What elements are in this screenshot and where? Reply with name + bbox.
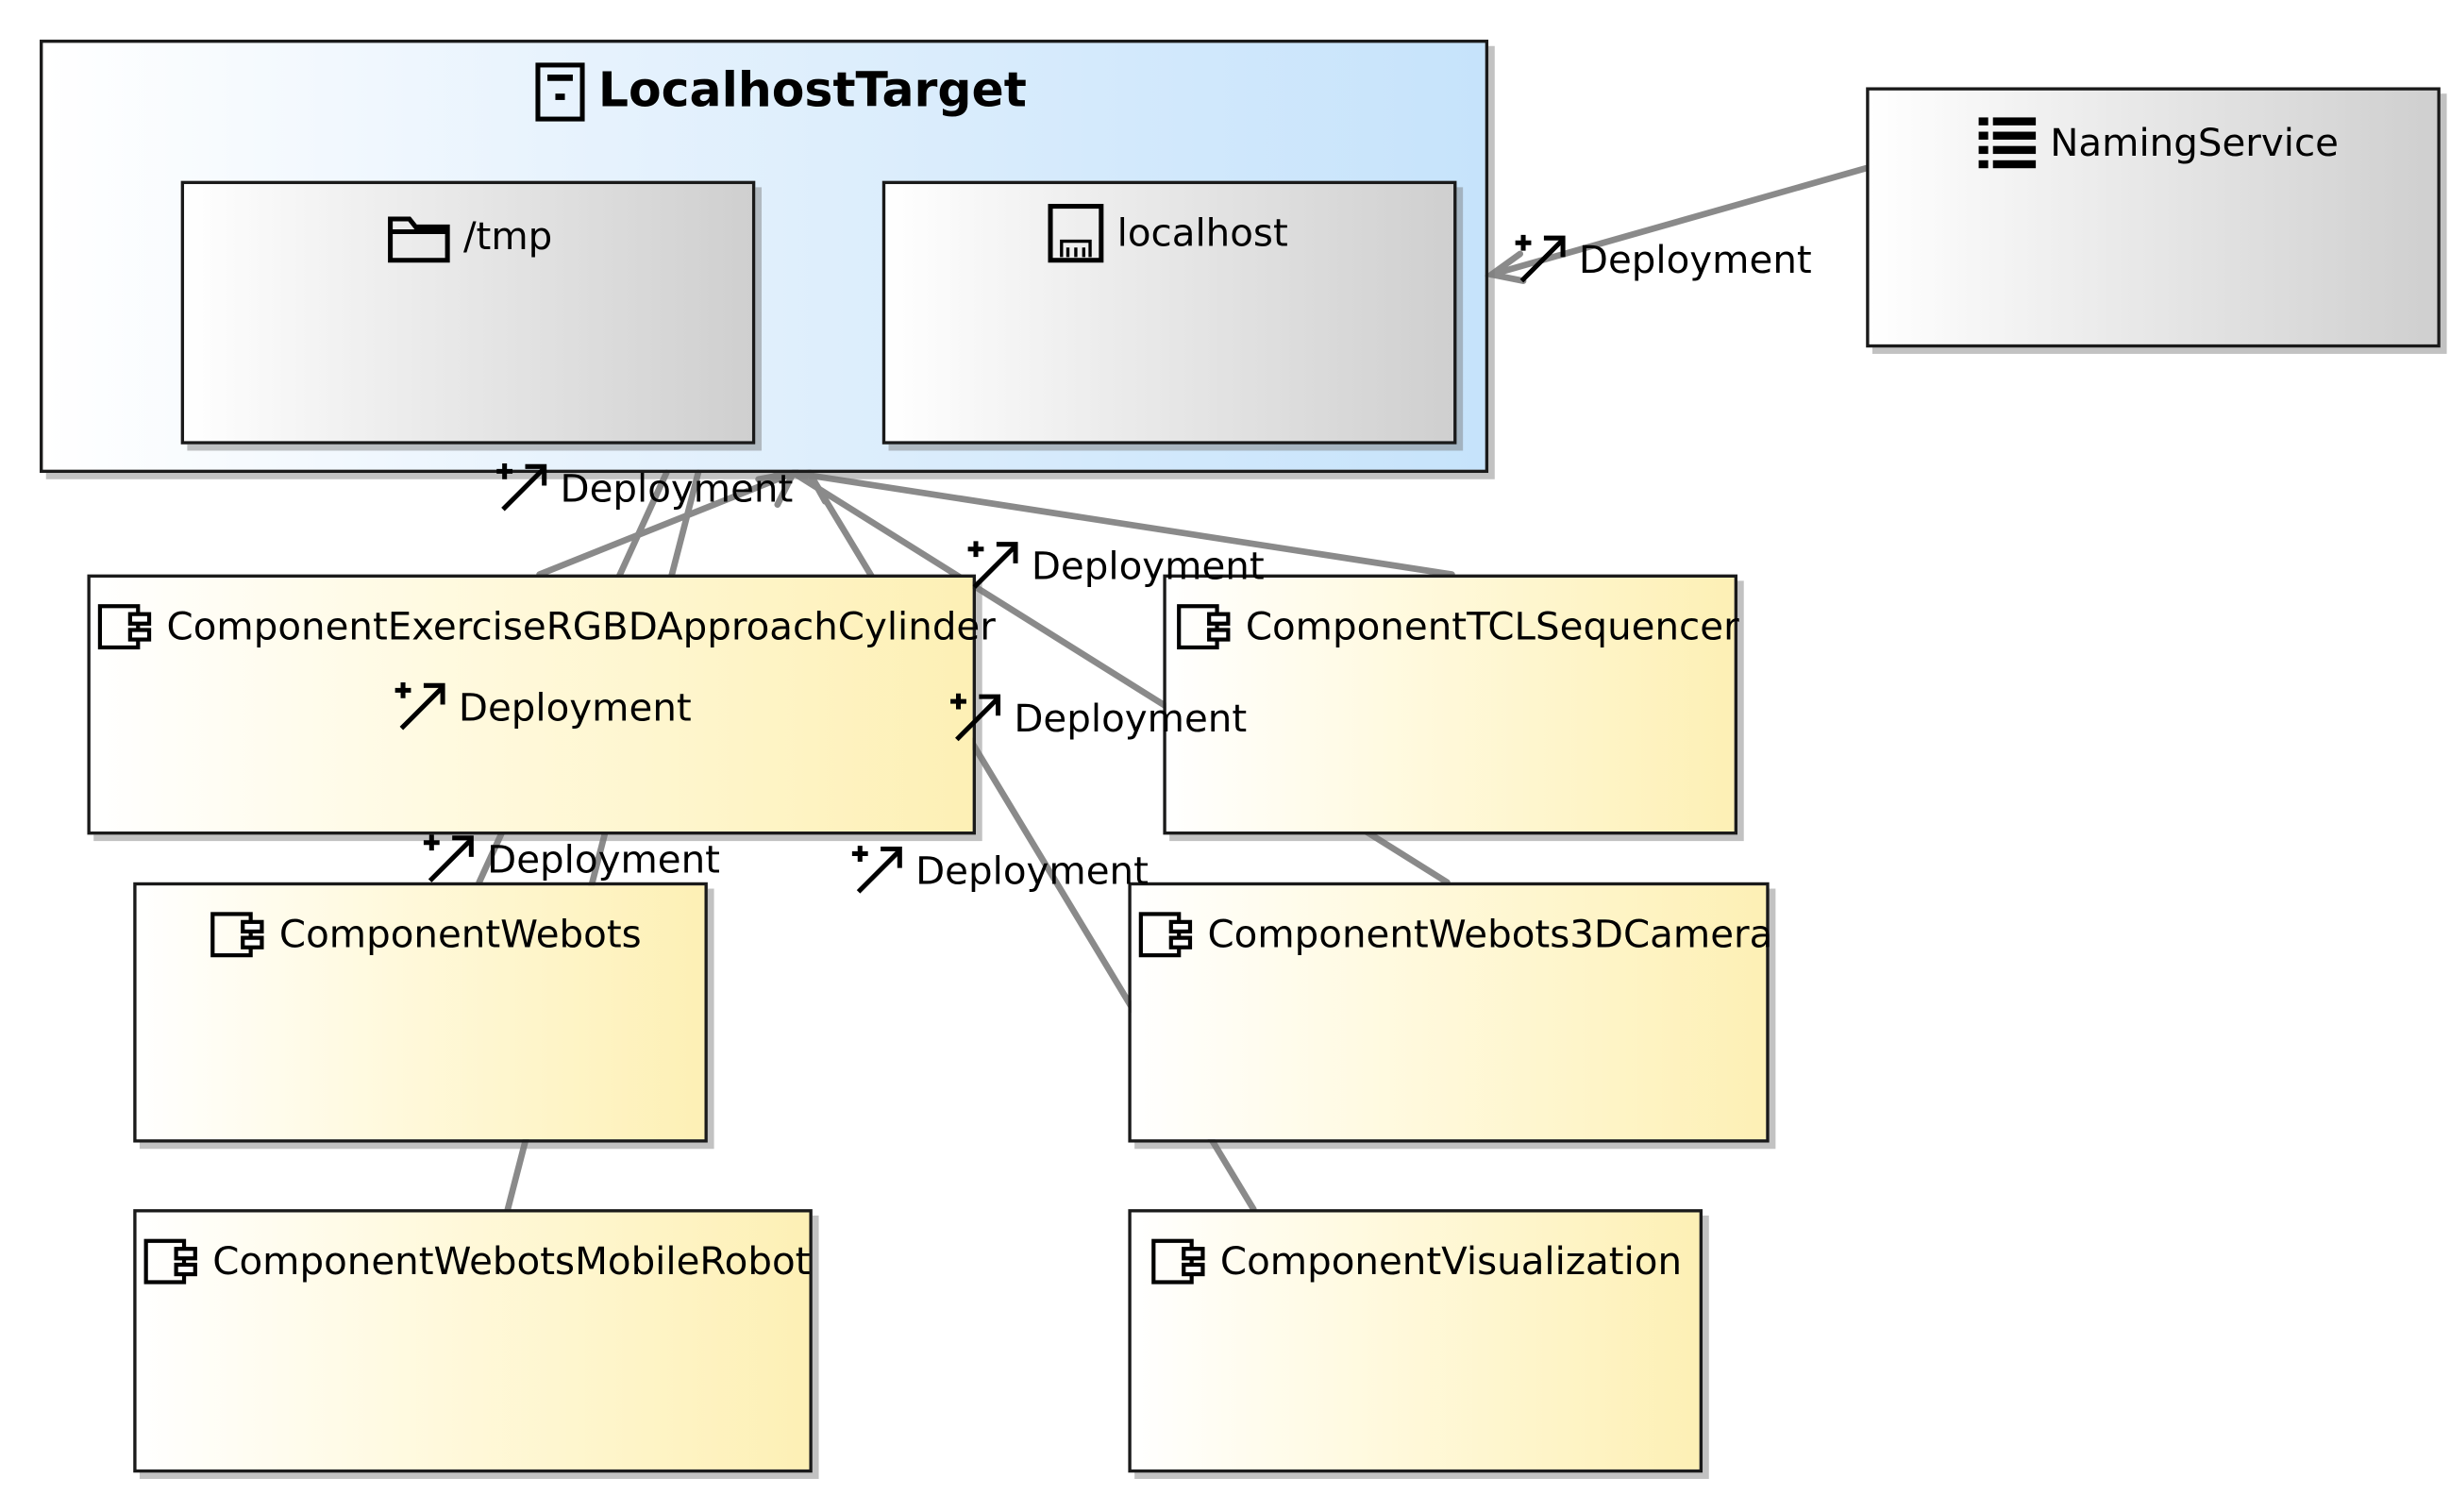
deployment-icon	[421, 830, 478, 890]
node-title: ComponentWebots3DCamera	[1207, 912, 1773, 957]
node-title: ComponentVisualization	[1219, 1239, 1683, 1285]
component-webots-node[interactable]: ComponentWebots	[133, 882, 708, 1143]
deployment-icon	[392, 678, 449, 738]
deployment-label-naming: Deployment	[1512, 230, 1812, 291]
node-title: ComponentExerciseRGBDApproachCylinder	[166, 604, 996, 649]
node-title: localhost	[1116, 210, 1288, 256]
node-title: NamingService	[2050, 120, 2339, 165]
component-icon	[1176, 603, 1233, 650]
component-mobile-robot-node[interactable]: ComponentWebotsMobileRobot	[133, 1209, 813, 1473]
deployment-icon	[965, 536, 1022, 596]
tmp-node[interactable]: /tmp	[180, 180, 756, 445]
deployment-label-tcl: Deployment	[965, 536, 1265, 596]
naming-service-node[interactable]: NamingService	[1866, 87, 2441, 348]
component-icon	[143, 1237, 200, 1285]
component-icon	[1150, 1237, 1208, 1285]
localhost-target-node[interactable]: LocalhostTarget /tmp localhost	[40, 40, 1489, 474]
deployment-icon	[1512, 230, 1569, 291]
component-icon	[97, 603, 155, 650]
node-title: ComponentTCLSequencer	[1245, 604, 1739, 649]
deployment-label-exercise-inner: Deployment	[392, 678, 692, 738]
deployment-icon	[494, 459, 551, 519]
component-tcl-node[interactable]: ComponentTCLSequencer	[1163, 574, 1739, 835]
deployment-icon	[948, 689, 1005, 749]
deployment-label-exercise: Deployment	[494, 459, 793, 519]
deployment-label-webots3d: Deployment	[948, 689, 1247, 749]
deployment-icon	[848, 841, 906, 901]
deployment-label-webots: Deployment	[421, 830, 720, 890]
list-icon	[1977, 112, 2038, 173]
node-title: /tmp	[462, 213, 553, 260]
node-title: LocalhostTarget	[597, 63, 1027, 120]
component-webots3d-node[interactable]: ComponentWebots3DCamera	[1128, 882, 1773, 1143]
server-icon	[535, 62, 586, 123]
deployment-label-vis: Deployment	[848, 841, 1149, 901]
network-port-icon	[1048, 203, 1105, 263]
component-icon	[210, 911, 267, 958]
node-title: ComponentWebots	[278, 912, 642, 957]
localhost-node[interactable]: localhost	[881, 180, 1457, 445]
folder-icon	[387, 210, 450, 263]
component-visualization-node[interactable]: ComponentVisualization	[1128, 1209, 1703, 1473]
node-title: ComponentWebotsMobileRobot	[212, 1239, 811, 1285]
component-icon	[1137, 911, 1195, 958]
component-exercise-node[interactable]: ComponentExerciseRGBDApproachCylinder	[87, 574, 996, 835]
